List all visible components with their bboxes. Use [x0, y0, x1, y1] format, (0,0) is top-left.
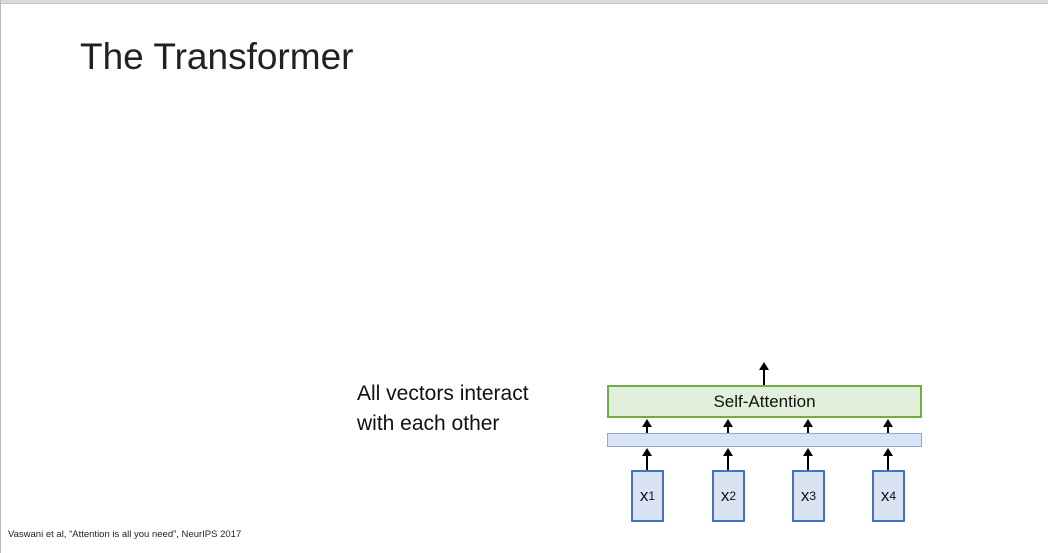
slide-left-border — [0, 0, 1, 553]
input-label-subscript: 4 — [889, 489, 897, 503]
embedding-bar — [607, 433, 922, 447]
input-label: x — [639, 486, 649, 505]
input-label: x — [720, 486, 730, 505]
arrow-shaft — [887, 427, 889, 434]
arrow-shaft — [646, 456, 648, 470]
arrow-shaft — [807, 427, 809, 434]
mid-arrow-up-icon — [882, 419, 894, 434]
arrow-shaft — [887, 456, 889, 470]
arrow-head-icon — [883, 419, 893, 427]
arrow-head-icon — [759, 362, 769, 370]
arrow-head-icon — [723, 419, 733, 427]
citation-text: Vaswani et al, “Attention is all you nee… — [8, 529, 242, 540]
mid-arrow-up-icon — [802, 419, 814, 434]
input-arrow-up-icon — [641, 448, 653, 470]
input-label-subscript: 1 — [648, 489, 656, 503]
input-label-subscript: 2 — [729, 489, 737, 503]
slide-top-border — [0, 0, 1048, 4]
arrow-shaft — [807, 456, 809, 470]
page-title: The Transformer — [80, 36, 354, 77]
input-arrow-up-icon — [802, 448, 814, 470]
self-attention-box: Self-Attention — [607, 385, 922, 418]
arrow-head-icon — [642, 448, 652, 456]
arrow-shaft — [727, 427, 729, 434]
arrow-head-icon — [642, 419, 652, 427]
input-arrow-up-icon — [722, 448, 734, 470]
arrow-shaft — [763, 370, 765, 385]
input-arrow-up-icon — [882, 448, 894, 470]
input-label: x — [880, 486, 890, 505]
arrow-head-icon — [803, 448, 813, 456]
arrow-head-icon — [723, 448, 733, 456]
arrow-shaft — [727, 456, 729, 470]
mid-arrow-up-icon — [722, 419, 734, 434]
output-arrow-up-icon — [758, 362, 770, 385]
input-label-subscript: 3 — [809, 489, 817, 503]
mid-arrow-up-icon — [641, 419, 653, 434]
arrow-head-icon — [803, 419, 813, 427]
arrow-shaft — [646, 427, 648, 434]
input-label: x — [800, 486, 810, 505]
annotation-text: All vectors interact with each other — [357, 382, 529, 435]
self-attention-label: Self-Attention — [713, 391, 816, 411]
arrow-head-icon — [883, 448, 893, 456]
